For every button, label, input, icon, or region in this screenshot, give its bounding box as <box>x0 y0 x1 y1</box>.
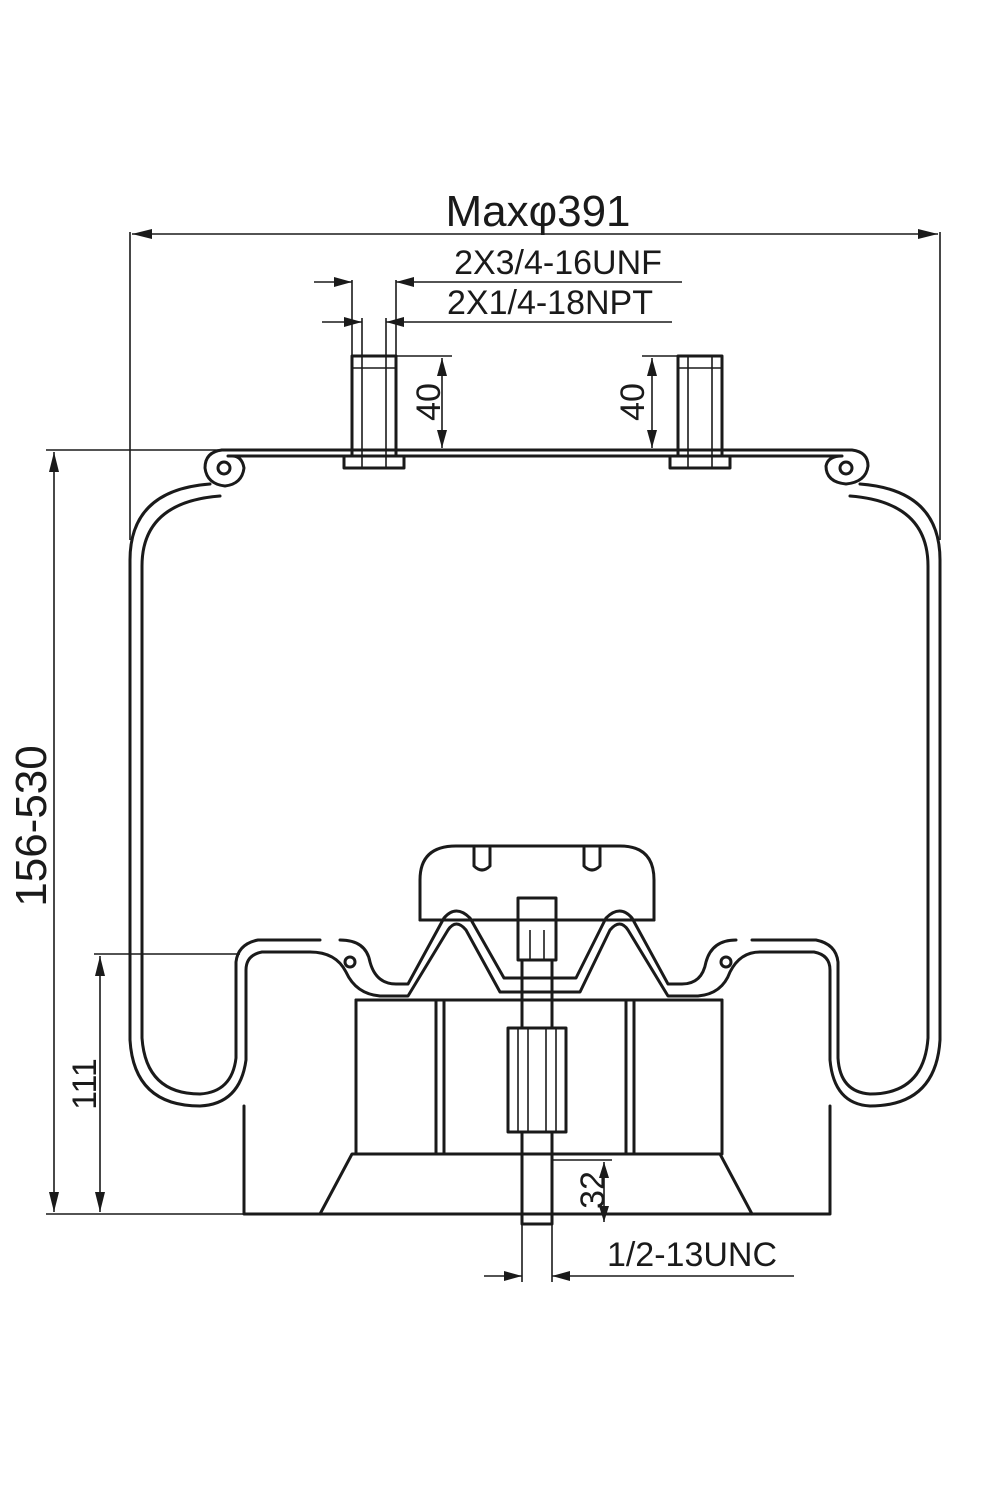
bolt-length-label: 32 <box>574 1171 612 1209</box>
thread-top-2-label: 2X1/4-18NPT <box>447 284 653 322</box>
overall-height-label: 156-530 <box>7 745 56 906</box>
rubber-bellows <box>128 482 942 1108</box>
dim-stud-height-left <box>396 355 452 448</box>
right-stud <box>668 354 732 470</box>
dim-stud-height-right <box>642 355 678 448</box>
stud-height-left-label: 40 <box>410 383 448 421</box>
dim-bolt-thread <box>484 1224 794 1282</box>
bolt-thread-label: 1/2-13UNC <box>607 1236 777 1274</box>
stud-height-right-label: 40 <box>614 383 652 421</box>
bumper-pad <box>418 844 656 922</box>
top-bead-plate <box>203 448 870 488</box>
left-stud <box>342 354 406 470</box>
max-diameter-label: Maxφ391 <box>445 187 630 236</box>
piston-height-label: 111 <box>66 1058 104 1110</box>
piston <box>242 909 832 1216</box>
dim-max-diameter <box>129 229 941 540</box>
center-bolt <box>506 896 568 1226</box>
dim-thread-top <box>314 277 682 356</box>
dim-piston-height <box>94 953 240 1212</box>
dim-bolt-length <box>552 1159 612 1222</box>
dim-overall-height <box>46 449 244 1215</box>
thread-top-1-label: 2X3/4-16UNF <box>454 244 662 282</box>
